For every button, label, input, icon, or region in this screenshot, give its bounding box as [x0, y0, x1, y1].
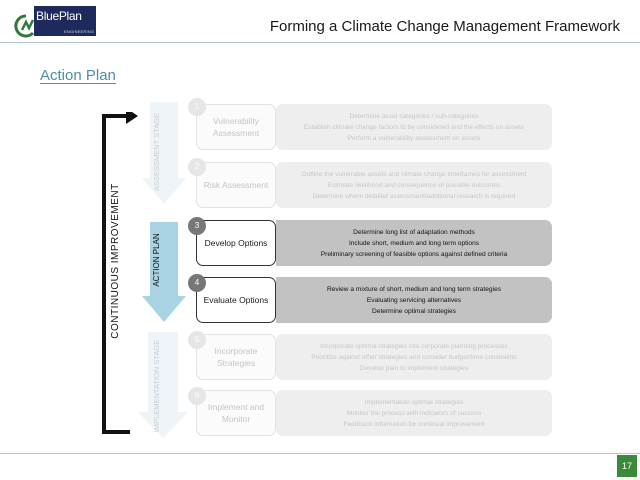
step-5-number: 5 [188, 331, 206, 349]
step-6-number: 6 [188, 387, 206, 405]
cycle-bracket-icon [102, 112, 138, 434]
step-2-details: Outline the vulnerable assets and climat… [276, 162, 552, 208]
logo [12, 6, 96, 38]
step-4-number: 4 [188, 274, 206, 292]
step-4-detail: Evaluating servicing alternatives [366, 296, 462, 304]
step-5-title: Incorporate Strategies [196, 334, 276, 380]
step-1-title: Vulnerability Assessment [196, 104, 276, 150]
cycle-label: CONTINUOUS IMPROVEMENT [110, 183, 121, 339]
stage-label-implementation: IMPLEMENTATION STAGE [152, 339, 161, 433]
step-3-detail: Preliminary screening of feasible option… [320, 250, 508, 258]
implementation-stage-arrow-icon [138, 332, 188, 438]
step-3-title: Develop Options [196, 220, 276, 266]
step-2-detail: Estimate likelihood and consequence of p… [327, 181, 501, 189]
step-4-detail: Review a mixture of short, medium and lo… [326, 285, 502, 293]
step-3-number: 3 [188, 217, 206, 235]
logo-subtext: ENGINEERING [64, 29, 95, 34]
step-5-details: Incorporate optimal strategies into corp… [276, 334, 552, 380]
assessment-stage-arrow-icon [142, 102, 186, 204]
step-4-details: Review a mixture of short, medium and lo… [276, 277, 552, 323]
action-plan-stage-arrow-icon [142, 222, 186, 322]
step-3-details: Determine long list of adaptation method… [276, 220, 552, 266]
step-2-detail: Determine where detailed assessment/addi… [312, 192, 516, 200]
step-6-title: Implement and Monitor [196, 390, 276, 436]
step-6-detail: Implementation optimal strategies [364, 398, 464, 406]
step-3-detail: Include short, medium and long term opti… [348, 239, 480, 247]
step-2-detail: Outline the vulnerable assets and climat… [301, 170, 527, 178]
stage-label-action-plan: ACTION PLAN [152, 233, 161, 287]
logo-text: BluePlan [36, 9, 82, 23]
step-4-title: Evaluate Options [196, 277, 276, 323]
step-5-detail: Incorporate optimal strategies into corp… [320, 342, 508, 350]
footer-divider [0, 453, 640, 454]
step-6-detail: Monitor the process with indicators of s… [346, 409, 482, 417]
page-title: Forming a Climate Change Management Fram… [269, 18, 620, 35]
page-number: 17 [617, 455, 637, 477]
logo-badge [34, 6, 96, 36]
step-6-detail: Feedback information for continual impro… [343, 420, 485, 428]
step-1-detail: Perform a vulnerability assessment on as… [347, 134, 481, 142]
logo-mark-icon [14, 14, 35, 38]
step-1-number: 1 [188, 98, 206, 116]
header-divider [0, 42, 640, 43]
step-1-detail: Establish climate change factors to be c… [303, 123, 525, 131]
step-2-number: 2 [188, 158, 206, 176]
step-1-detail: Determine asset categories / sub-categor… [349, 112, 479, 120]
step-5-detail: Develop plan to implement strategies [359, 364, 469, 372]
step-6-details: Implementation optimal strategies Monito… [276, 390, 552, 436]
step-2-title: Risk Assessment [196, 162, 276, 208]
step-1-details: Determine asset categories / sub-categor… [276, 104, 552, 150]
stage-label-assessment: ASSESSMENT STAGE [152, 112, 161, 192]
step-5-detail: Prioritize against other strategies and … [311, 353, 517, 361]
step-3-detail: Determine long list of adaptation method… [353, 228, 475, 236]
step-4-detail: Determine optimal strategies [372, 307, 456, 315]
section-title: Action Plan [40, 67, 116, 84]
